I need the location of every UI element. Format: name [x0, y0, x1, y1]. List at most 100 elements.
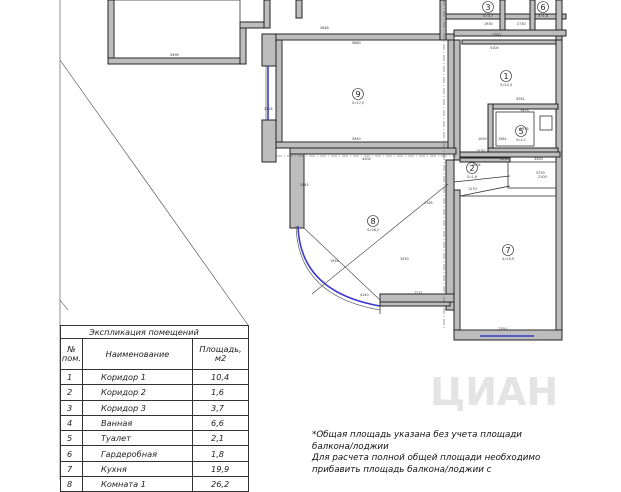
dim-label: 1915: [520, 109, 529, 113]
cell-name: Ванная: [82, 414, 193, 432]
room-labels: 1S=10,42S=1,63S=3,75S=2,16S=1,87S=19,98S…: [352, 1, 549, 261]
cell-area: 26,2: [191, 476, 250, 492]
dim-label: 1554: [330, 259, 339, 263]
cell-num: 4: [60, 414, 83, 432]
header-name: Наименование: [82, 338, 193, 370]
room-label-1: 1S=10,4: [500, 70, 512, 87]
room-number-circle: [466, 162, 478, 174]
room-area-code: S=10,4: [500, 83, 512, 87]
room-9-walls: [261, 33, 457, 163]
room-label-5: 5S=2,1: [515, 125, 527, 142]
floor-plan: 1S=10,42S=1,63S=3,75S=2,16S=1,87S=19,98S…: [59, 0, 567, 480]
room-label-2: 2S=1,6: [466, 162, 478, 179]
room-label-3: 3S=3,7: [482, 1, 494, 18]
cell-area: 1,6: [191, 384, 250, 401]
dim-label: 1930: [484, 22, 493, 26]
cell-area: 10,4: [191, 368, 250, 386]
dimension-labels: 3496 5860 2848 1930 2730 3940 4104 5104 …: [170, 22, 547, 331]
room-number-circle: [500, 70, 512, 82]
cell-num: 6: [60, 445, 83, 462]
dim-label: 4004: [472, 163, 481, 167]
cell-area: 1,8: [191, 445, 250, 462]
dim-label: 5261: [516, 97, 525, 101]
cell-num: 1: [60, 368, 83, 386]
bay-window-room-8: [297, 225, 381, 307]
note-line: балкона/лоджии: [312, 441, 389, 452]
cell-num: 7: [60, 460, 83, 478]
dim-label: 1561: [498, 137, 507, 141]
room-number: 9: [355, 90, 360, 99]
room-number: 7: [505, 246, 510, 255]
header-num-line1: №: [67, 343, 76, 354]
room-area-code: S=17,0: [352, 101, 364, 105]
dim-label: 3496: [170, 53, 179, 57]
room-label-8: 8S=26,2: [367, 215, 379, 232]
dim-label: 2252: [500, 157, 509, 161]
dim-label: 1930: [400, 257, 409, 261]
cell-name: Кухня: [82, 460, 193, 478]
dim-label: 2730: [517, 22, 526, 26]
cell-name: Гардеробная: [82, 445, 193, 462]
watermark: ЦИАН: [430, 370, 558, 414]
room-number-circle: [502, 244, 514, 256]
room-area-code: S=19,9: [502, 257, 514, 261]
room-area-code: S=1,6: [467, 175, 477, 179]
dim-label: 5860: [352, 41, 361, 45]
note-line: прибавить площадь балкона/лоджии с: [312, 465, 492, 476]
room-label-7: 7S=19,9: [502, 244, 514, 261]
dim-label: 2250: [498, 327, 507, 331]
cell-area: 3,7: [191, 399, 250, 416]
cell-name: Туалет: [82, 430, 193, 447]
cell-num: 3: [60, 399, 83, 416]
dim-label: 1165: [424, 201, 433, 205]
dim-label: 2271: [414, 291, 423, 295]
room-number: 2: [469, 164, 474, 173]
room-number: 8: [370, 217, 375, 226]
cell-name: Коридор 3: [82, 399, 193, 416]
note-line: Для расчета полной общей площади необход…: [312, 453, 541, 464]
explication-table: Экспликация помещений № пом. Наименовани…: [59, 325, 250, 492]
room-number: 5: [518, 127, 523, 136]
room-8-walls: [289, 147, 457, 311]
cell-num: 2: [60, 384, 83, 401]
cell-name: Коридор 2: [82, 384, 193, 401]
room-area-code: S=1,8: [538, 14, 548, 18]
dim-label: 2260: [492, 33, 501, 37]
dim-label: 3750: [536, 171, 545, 175]
dim-label: 3224: [264, 107, 273, 111]
room-label-9: 9S=17,0: [352, 88, 364, 105]
cell-name: Коридор 1: [82, 368, 193, 386]
room-number-circle: [367, 215, 379, 227]
frame-diagonal-line: [59, 299, 69, 311]
dim-label: 1050: [478, 137, 487, 141]
table-caption: Экспликация помещений: [59, 325, 250, 339]
room-2-walls: [453, 157, 557, 197]
dim-label: 2848: [320, 26, 329, 30]
room-number: 1: [503, 72, 508, 81]
room-area-code: S=3,7: [483, 14, 493, 18]
room-area-code: S=26,2: [367, 228, 379, 232]
dim-label: 5104: [490, 46, 499, 50]
room-number-circle: [482, 1, 494, 13]
cell-num: 5: [60, 430, 83, 447]
top-right-rooms: [439, 0, 567, 45]
room-number: 3: [485, 3, 490, 12]
room-number-circle: [515, 125, 527, 137]
dim-label: 2255: [520, 127, 529, 131]
room-number-circle: [537, 1, 549, 13]
upper-left-room: [107, 0, 303, 65]
room-number: 6: [540, 3, 545, 12]
header-area-line2: м2: [214, 353, 227, 363]
cell-area: 2,1: [191, 430, 250, 447]
cell-area: 19,9: [191, 460, 250, 478]
room-7-walls: [453, 189, 563, 341]
dim-label: 3300: [534, 157, 543, 161]
cell-name: Комната 1: [82, 476, 193, 492]
dim-label: 1270: [468, 187, 477, 191]
